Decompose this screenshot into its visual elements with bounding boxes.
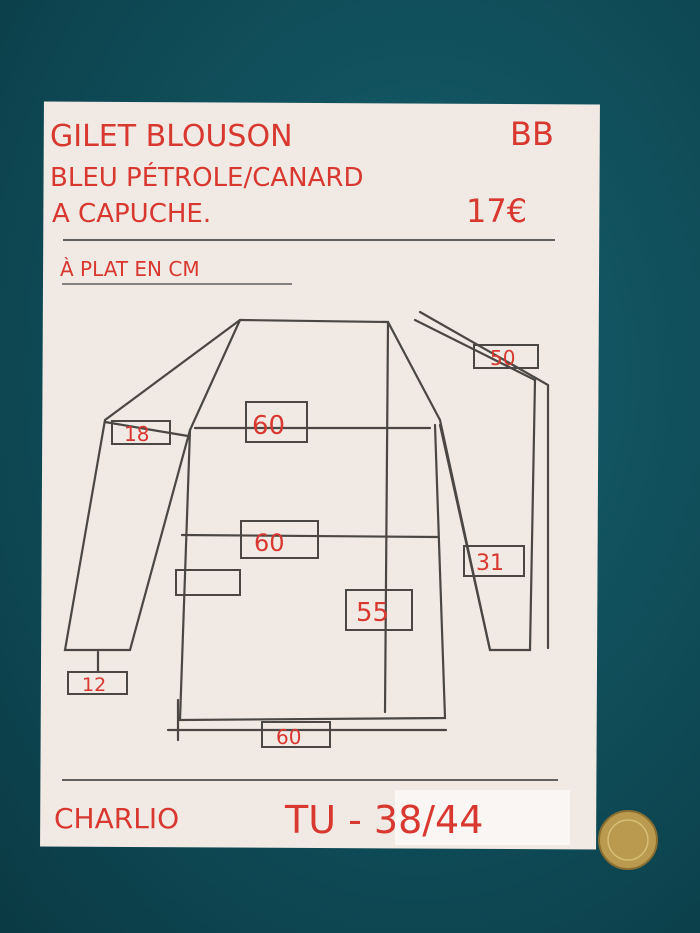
coin-ring <box>607 819 649 861</box>
svg-text:60: 60 <box>252 411 285 441</box>
subtitle: À PLAT EN CM <box>60 257 200 281</box>
measurement-sleeve-length: 50 <box>473 344 539 370</box>
title-line-2: BLEU PÉTROLE/CANARD <box>50 161 364 193</box>
measurement-hem: 60 <box>261 721 331 749</box>
svg-text:55: 55 <box>356 598 389 628</box>
measurement-cuff: 12 <box>67 671 128 696</box>
label-card <box>40 101 600 850</box>
garment-sketch <box>63 310 550 742</box>
svg-text:31: 31 <box>476 551 504 576</box>
svg-text:60: 60 <box>254 529 285 557</box>
svg-text:50: 50 <box>490 346 515 370</box>
price: 17€ <box>466 192 527 230</box>
measurement-chest: 60 <box>240 520 319 559</box>
size: TU - 38/44 <box>284 798 483 842</box>
brand: CHARLIO <box>54 802 179 835</box>
measurement-shoulders: 60 <box>245 401 308 443</box>
empty-box <box>175 569 241 596</box>
measurement-body-length: 55 <box>345 589 413 631</box>
svg-text:12: 12 <box>82 674 106 696</box>
svg-text:18: 18 <box>124 422 149 446</box>
code-label: BB <box>510 115 554 153</box>
size-highlight <box>395 790 570 845</box>
measurement-side-sleeve: 31 <box>463 545 525 577</box>
svg-text:60: 60 <box>276 725 301 749</box>
title-line-3: A CAPUCHE. <box>52 199 211 229</box>
title-line-1: GILET BLOUSON <box>50 119 293 154</box>
measurement-arm-width: 18 <box>111 420 171 446</box>
